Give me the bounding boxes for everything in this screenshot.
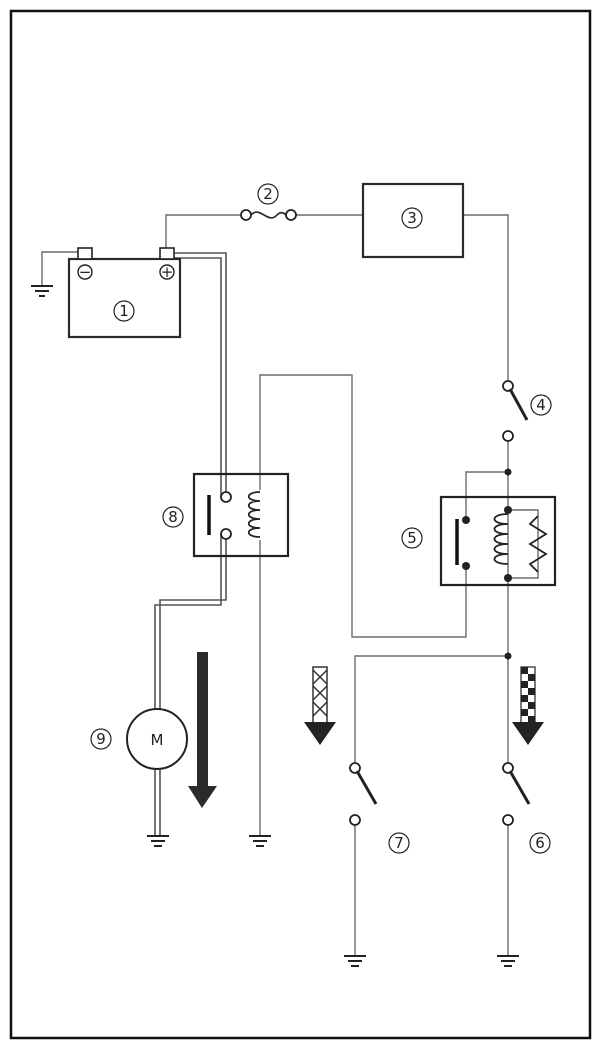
switch-4-number-label: 4: [536, 396, 546, 414]
ground-icon: [497, 955, 519, 967]
fuse: 2: [240, 183, 297, 221]
engine-stop-switch: 4: [502, 380, 552, 442]
junction-dot: [504, 652, 512, 660]
diagram-frame: [9, 9, 592, 1040]
ground-icon: [249, 835, 271, 847]
starter-relay: 8: [162, 472, 290, 558]
switch-6-number-label: 6: [535, 834, 545, 852]
junction-dot: [504, 468, 512, 476]
main-switch-number-label: 3: [407, 209, 417, 227]
down-arrow-icon: [304, 666, 336, 745]
relay-5: 5: [401, 495, 557, 587]
relay-5-number-label: 5: [407, 529, 417, 547]
fuse-number-label: 2: [263, 185, 273, 203]
switch-7-number-label: 7: [394, 834, 404, 852]
ground-icon: [147, 835, 169, 847]
relay-8-number-label: 8: [168, 508, 178, 526]
wires: [41, 214, 539, 955]
starter-motor: M 9: [90, 708, 188, 770]
motor-number-label: 9: [96, 730, 106, 748]
down-arrow-icon: [512, 666, 544, 745]
battery-number-label: 1: [119, 302, 129, 320]
switch-6: 6: [502, 762, 551, 854]
battery: − + 1: [67, 247, 182, 339]
battery-minus-label: −: [79, 263, 92, 281]
switch-7: 7: [349, 762, 410, 854]
main-switch: 3: [361, 182, 465, 259]
motor-letter-label: M: [151, 731, 164, 749]
ground-icon: [344, 955, 366, 967]
ground-icon: [31, 285, 53, 297]
down-arrow-icon: [188, 652, 217, 808]
battery-plus-label: +: [161, 263, 174, 281]
